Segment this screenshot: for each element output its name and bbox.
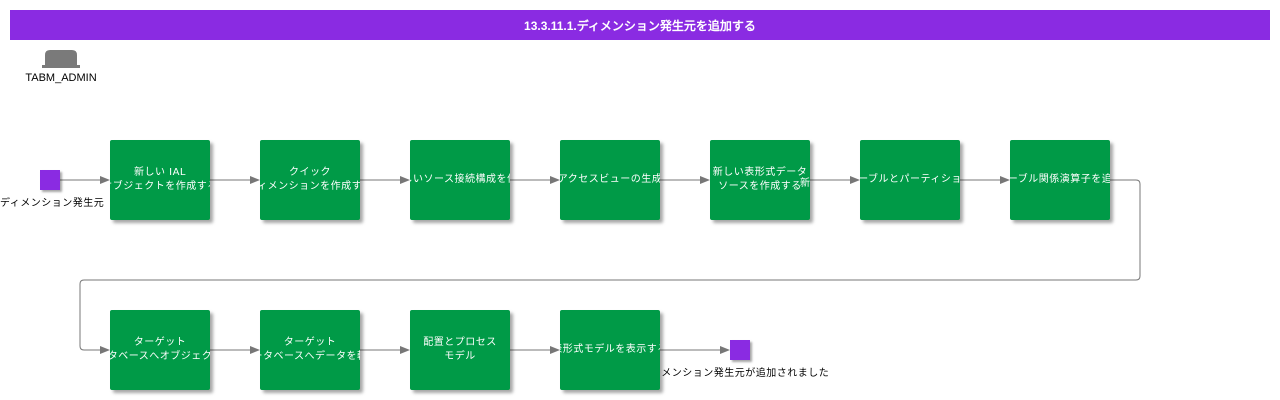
step-text: テーブルとパーティション bbox=[860, 174, 960, 185]
diagram-title: 13.3.11.1.ディメンション発生元を追加する bbox=[524, 18, 756, 33]
step-10[interactable]: 配置とプロセスモデル bbox=[410, 310, 510, 390]
end-marker bbox=[730, 340, 750, 360]
start-label: ディメンション発生元 bbox=[0, 198, 105, 209]
step-9[interactable]: ターゲットデータベースへデータを転送 bbox=[260, 310, 360, 390]
step-11[interactable]: 表形式モデルを表示する bbox=[560, 310, 660, 390]
step-text: クイック bbox=[289, 167, 331, 178]
step-text: 配置とプロセス bbox=[423, 337, 497, 348]
step-8[interactable]: ターゲットデータベースへオブジェクトを bbox=[110, 310, 210, 390]
diagram-title-banner: 13.3.11.1.ディメンション発生元を追加する bbox=[10, 10, 1270, 40]
step-text: ソースを作成する bbox=[718, 181, 802, 192]
step-text: テーブル関係演算子を追加 bbox=[1010, 174, 1110, 185]
stray-label: 新 bbox=[800, 178, 811, 189]
step-text: ターゲット bbox=[133, 337, 187, 348]
step-text: 新しいソース接続構成を作成 bbox=[410, 174, 510, 185]
step-text: ディメンションを作成する bbox=[260, 181, 360, 192]
actor: TABM_ADMIN bbox=[18, 46, 104, 84]
step-text: データベースへオブジェクトを bbox=[110, 351, 210, 362]
step-text: 新しい IAL bbox=[133, 167, 187, 178]
step-text: 新しい表形式データ bbox=[712, 167, 808, 178]
step-2[interactable]: クイックディメンションを作成する bbox=[260, 140, 360, 220]
actor-label: TABM_ADMIN bbox=[25, 72, 97, 84]
step-text: アクセスビューの生成 bbox=[560, 174, 660, 185]
step-text: オブジェクトを作成する bbox=[110, 181, 210, 192]
step-1[interactable]: 新しい IAL オブジェクトを作成する bbox=[110, 140, 210, 220]
database-icon bbox=[42, 50, 80, 68]
step-text: モデル bbox=[444, 351, 476, 362]
step-text: 表形式モデルを表示する bbox=[560, 344, 660, 355]
step-4[interactable]: アクセスビューの生成 bbox=[560, 140, 660, 220]
step-5[interactable]: 新しい表形式データソースを作成する bbox=[710, 140, 810, 220]
step-7[interactable]: テーブル関係演算子を追加 bbox=[1010, 140, 1110, 220]
step-6[interactable]: テーブルとパーティション bbox=[860, 140, 960, 220]
step-3[interactable]: 新しいソース接続構成を作成 bbox=[410, 140, 510, 220]
step-text: ターゲット bbox=[283, 337, 337, 348]
start-marker bbox=[40, 170, 60, 190]
step-text: データベースへデータを転送 bbox=[260, 351, 360, 362]
end-label: ディメンション発生元が追加されました bbox=[641, 368, 830, 379]
connector-7-8 bbox=[79, 179, 1141, 354]
